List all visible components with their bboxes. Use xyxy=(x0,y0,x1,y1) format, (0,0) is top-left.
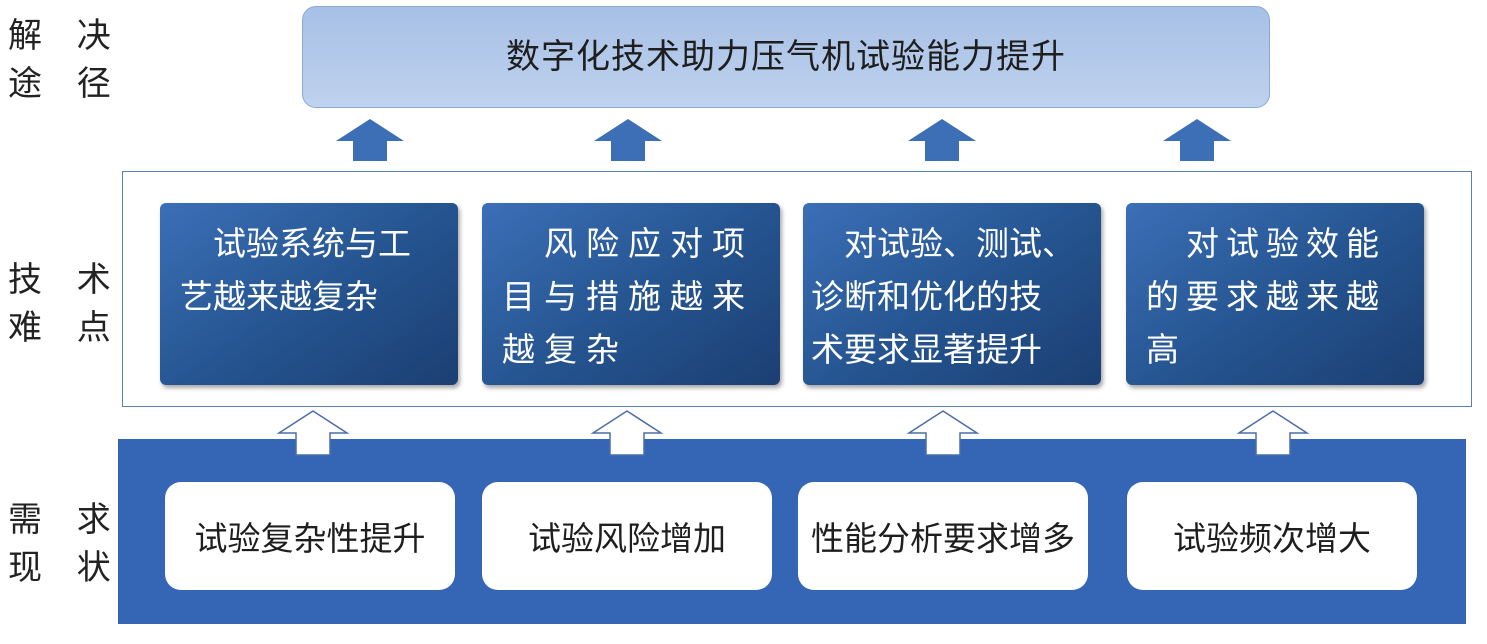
solution-text: 数字化技术助力压气机试验能力提升 xyxy=(506,36,1066,77)
blue-up-arrow-1 xyxy=(336,119,404,161)
demand-box-3: 性能分析要求增多 xyxy=(798,482,1088,590)
difficulty-2-line-1: 风险应对项 xyxy=(502,224,754,263)
difficulty-box-3: 对试验、测试、 诊断和优化的技 术要求显著提升 xyxy=(803,203,1101,385)
demand-box-4: 试验频次增大 xyxy=(1127,482,1417,590)
white-up-arrow-1 xyxy=(276,410,350,456)
difficulty-3-line-1: 对试验、测试、 xyxy=(811,224,1075,263)
difficulty-2-line-2: 目与措施越来 xyxy=(502,277,754,316)
solution-box: 数字化技术助力压气机试验能力提升 xyxy=(302,6,1270,108)
difficulty-box-4: 对试验效能 的要求越来越 高 xyxy=(1126,203,1424,385)
difficulty-label-line-2: 难 点 xyxy=(8,308,123,348)
difficulty-1-line-2: 艺越来越复杂 xyxy=(180,277,378,316)
blue-up-arrow-2 xyxy=(594,119,662,161)
difficulty-2-line-3: 越复杂 xyxy=(502,330,628,369)
solution-label-line-2: 途 径 xyxy=(8,64,123,104)
demand-side-label: 需 求 现 状 xyxy=(8,496,123,592)
difficulty-label-line-1: 技 术 xyxy=(8,260,123,300)
difficulty-3-line-2: 诊断和优化的技 xyxy=(811,277,1042,316)
demand-3-text: 性能分析要求增多 xyxy=(811,519,1075,558)
solution-side-label: 解 决 途 径 xyxy=(8,12,123,108)
blue-up-arrow-4 xyxy=(1163,119,1231,161)
white-up-arrow-3 xyxy=(906,410,980,456)
difficulty-side-label: 技 术 难 点 xyxy=(8,256,123,352)
demand-box-2: 试验风险增加 xyxy=(482,482,772,590)
difficulty-4-line-2: 的要求越来越 xyxy=(1146,277,1386,316)
difficulty-4-line-3: 高 xyxy=(1146,330,1186,369)
difficulty-4-line-1: 对试验效能 xyxy=(1146,224,1386,263)
white-up-arrow-2 xyxy=(590,410,664,456)
difficulty-box-1: 试验系统与工 艺越来越复杂 xyxy=(160,203,458,385)
difficulty-1-line-1: 试验系统与工 xyxy=(180,224,411,263)
difficulty-box-2: 风险应对项 目与措施越来 越复杂 xyxy=(482,203,780,385)
demand-label-line-2: 现 状 xyxy=(8,548,123,588)
solution-label-line-1: 解 决 xyxy=(8,16,123,56)
demand-box-1: 试验复杂性提升 xyxy=(165,482,455,590)
difficulty-3-line-3: 术要求显著提升 xyxy=(811,330,1042,369)
demand-1-text: 试验复杂性提升 xyxy=(194,519,426,558)
demand-2-text: 试验风险增加 xyxy=(528,519,726,558)
demand-4-text: 试验频次增大 xyxy=(1173,519,1371,558)
demand-label-line-1: 需 求 xyxy=(8,500,123,540)
blue-up-arrow-3 xyxy=(908,119,976,161)
white-up-arrow-4 xyxy=(1236,410,1310,456)
